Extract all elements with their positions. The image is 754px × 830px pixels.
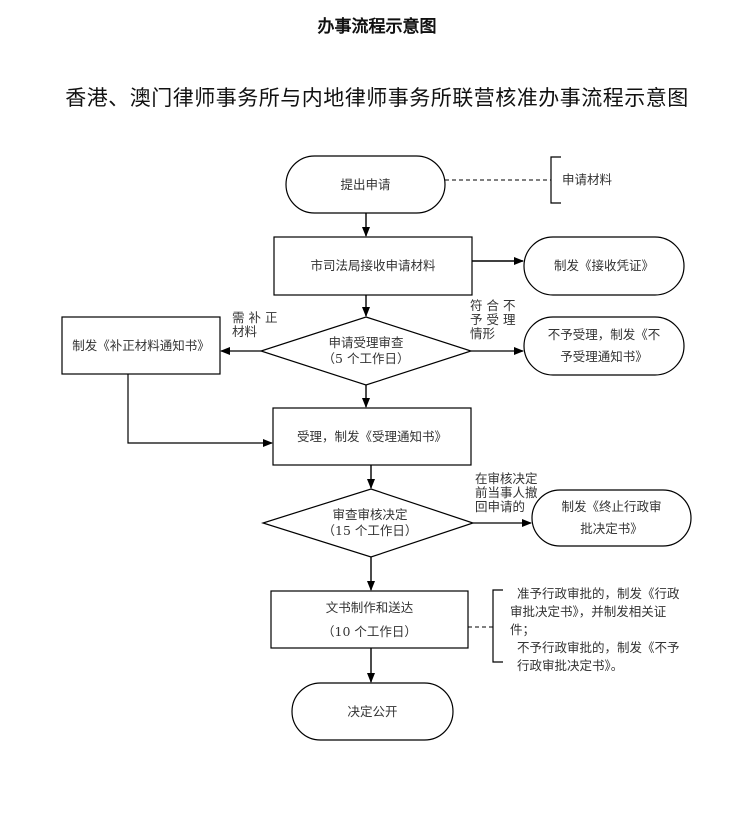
node-supplement-text: 制发《补正材料通知书》: [72, 337, 210, 353]
node-accept: 受理，制发《受理通知书》: [273, 408, 471, 465]
node-outcome-note-text-3: 件；: [510, 622, 536, 637]
node-receipt-shape: [523, 236, 685, 296]
edge-label-not-eligible: 符 合 不 予 受 理 情形: [470, 299, 515, 341]
node-materials-note-bracket: [550, 156, 561, 204]
node-supplement-shape: [61, 316, 221, 375]
node-document-text-2: （10 个工作日）: [322, 623, 417, 639]
node-outcome-note-bracket: [492, 589, 503, 663]
edge-label-need-supplement-1: 需 补 正: [232, 310, 278, 325]
node-receipt-text: 制发《接收凭证》: [553, 258, 654, 273]
node-outcome-note: 准予行政审批的，制发《行政 审批决定书》，并制发相关证 件； 不予行政审批的，制…: [504, 585, 704, 675]
node-outcome-note-text-4: 不予行政审批的，制发《不予: [517, 640, 680, 655]
node-review-text-2: （5 个工作日）: [322, 351, 410, 366]
node-materials-note-text: 申请材料: [562, 172, 613, 187]
node-accept-text: 受理，制发《受理通知书》: [296, 428, 447, 444]
node-review-text-1: 申请受理审查: [328, 335, 404, 350]
edge-label-not-eligible-1: 符 合 不: [470, 298, 516, 313]
node-reject-text-2: 予受理通知书》: [560, 349, 648, 364]
node-receipt: 制发《接收凭证》: [524, 237, 684, 295]
node-document-shape: [270, 590, 469, 649]
node-publish-shape: [291, 682, 454, 741]
node-receive: 市司法局接收申请材料: [274, 237, 472, 295]
node-publish-text: 决定公开: [347, 703, 398, 719]
node-decision-text-2: （15 个工作日）: [322, 523, 418, 538]
diagram-subtitle: 香港、澳门律师事务所与内地律师事务所联营核准办事流程示意图: [65, 86, 689, 110]
node-document: 文书制作和送达 （10 个工作日）: [271, 591, 468, 648]
edge-label-not-eligible-2: 予 受 理: [470, 312, 516, 327]
node-accept-shape: [272, 407, 472, 466]
edge-supplement-accept: [127, 374, 273, 447]
node-decision-text-1: 审查审核决定: [332, 507, 408, 522]
edge-label-withdraw-1: 在审核决定: [475, 471, 538, 486]
edge-label-withdraw: 在审核决定 前当事人撤 回申请的: [475, 472, 538, 514]
node-supplement: 制发《补正材料通知书》: [62, 317, 220, 374]
node-reject: 不予受理，制发《不 予受理通知书》: [524, 317, 684, 375]
edge-label-withdraw-3: 回申请的: [475, 499, 526, 514]
node-materials-note: 申请材料: [562, 173, 612, 187]
node-terminate-shape: [531, 489, 692, 547]
edge-label-need-supplement: 需 补 正 材料: [232, 311, 277, 339]
node-reject-text-1: 不予受理，制发《不: [547, 327, 661, 342]
edge-label-withdraw-2: 前当事人撤: [475, 485, 538, 500]
node-document-text-1: 文书制作和送达: [325, 599, 414, 615]
node-start-text: 提出申请: [340, 176, 391, 192]
node-review: 申请受理审查 （5 个工作日）: [296, 330, 436, 372]
node-outcome-note-text-2: 审批决定书》，并制发相关证: [510, 604, 667, 619]
node-start: 提出申请: [286, 156, 445, 213]
node-publish: 决定公开: [292, 683, 453, 740]
node-reject-shape: [523, 316, 685, 376]
edge-label-need-supplement-2: 材料: [232, 324, 258, 339]
node-outcome-note-text-1: 准予行政审批的，制发《行政: [517, 586, 680, 601]
node-decision: 审查审核决定 （15 个工作日）: [300, 502, 440, 544]
node-terminate-text-2: 批决定书》: [580, 521, 643, 536]
node-terminate: 制发《终止行政审 批决定书》: [532, 490, 691, 546]
node-receive-text: 市司法局接收申请材料: [310, 258, 436, 273]
node-receive-shape: [273, 236, 473, 296]
page-title: 办事流程示意图: [317, 17, 437, 37]
edge-label-not-eligible-3: 情形: [470, 326, 496, 341]
node-outcome-note-text-5: 行政审批决定书》。: [517, 658, 624, 673]
node-terminate-text-1: 制发《终止行政审: [561, 499, 662, 514]
